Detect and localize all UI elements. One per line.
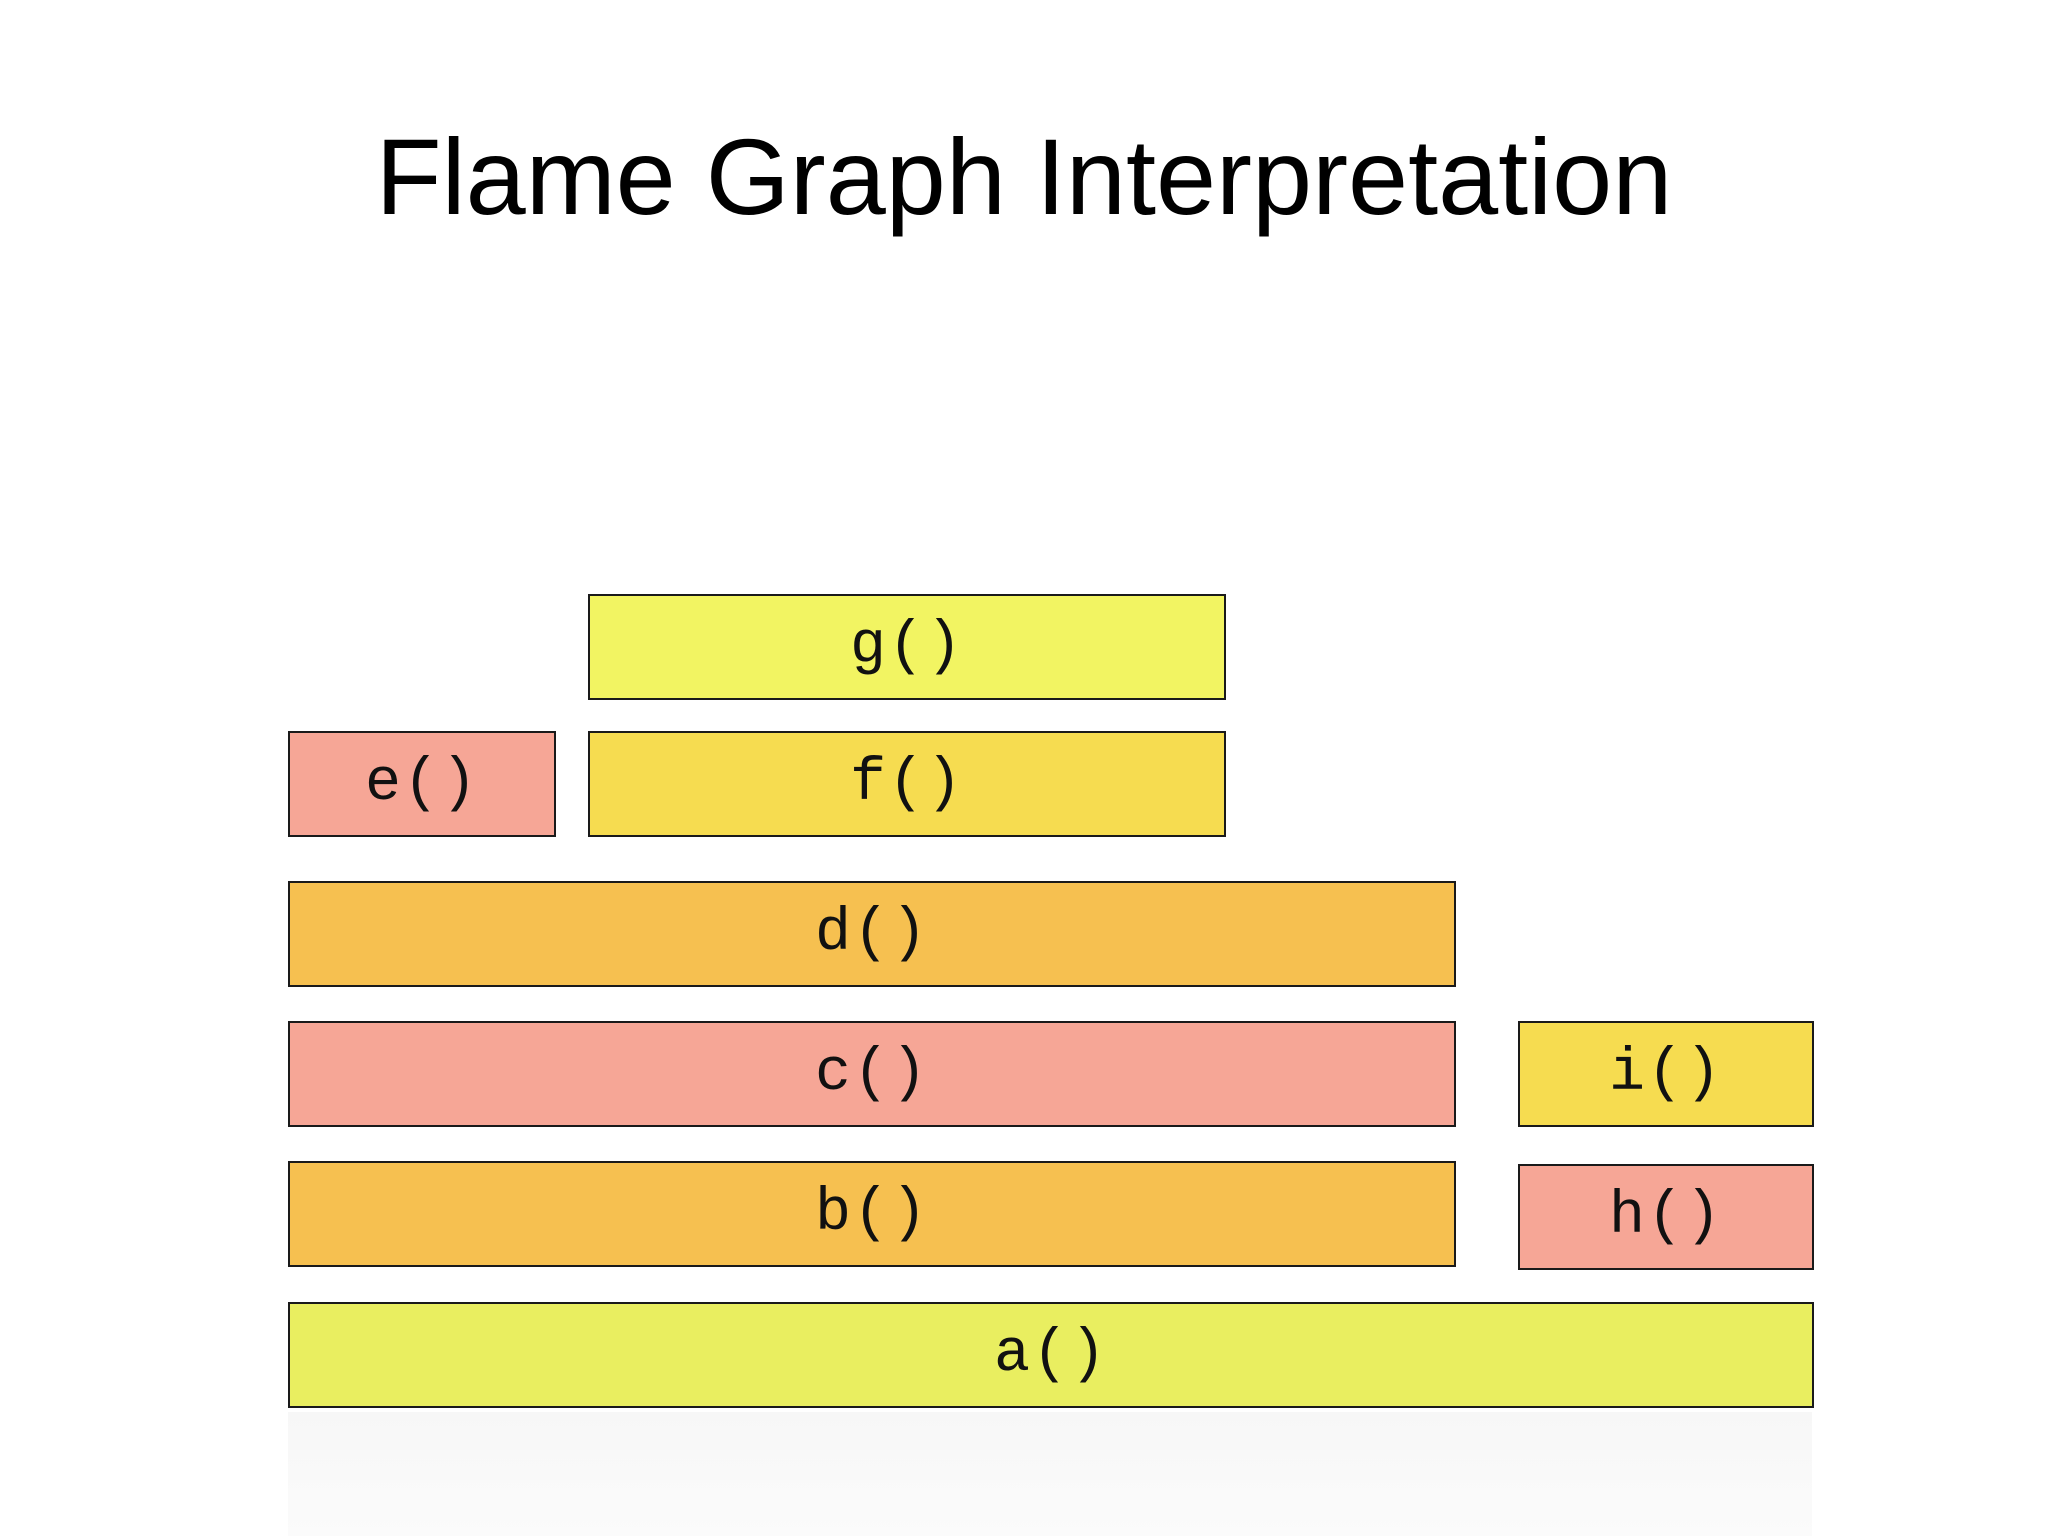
frame-label-i: i(): [1608, 1040, 1724, 1108]
frame-e: e(): [288, 731, 556, 837]
frame-c: c(): [288, 1021, 1456, 1127]
frame-label-f: f(): [849, 750, 965, 818]
frame-g: g(): [588, 594, 1226, 700]
frame-label-c: c(): [814, 1040, 930, 1108]
frame-label-b: b(): [814, 1180, 930, 1248]
frame-label-a: a(): [993, 1321, 1109, 1389]
frame-d: d(): [288, 881, 1456, 987]
frame-b: b(): [288, 1161, 1456, 1267]
background-shade: [288, 1412, 1812, 1536]
frame-i: i(): [1518, 1021, 1814, 1127]
frame-label-h: h(): [1608, 1183, 1724, 1251]
frame-label-d: d(): [814, 900, 930, 968]
frame-a: a(): [288, 1302, 1814, 1408]
frame-label-g: g(): [849, 613, 965, 681]
frame-label-e: e(): [364, 750, 480, 818]
page-title: Flame Graph Interpretation: [375, 116, 1673, 237]
frame-f: f(): [588, 731, 1226, 837]
frame-h: h(): [1518, 1164, 1814, 1270]
